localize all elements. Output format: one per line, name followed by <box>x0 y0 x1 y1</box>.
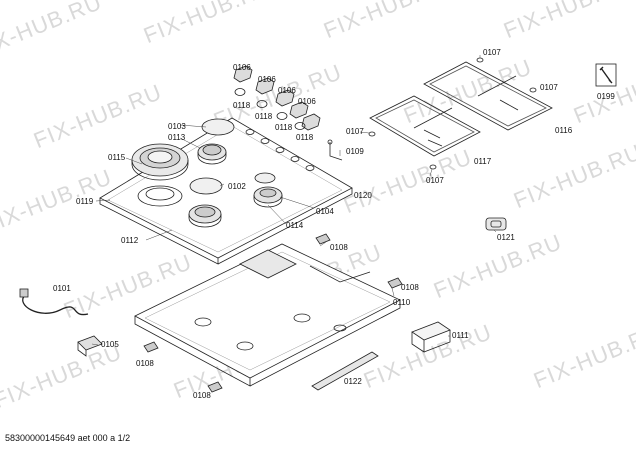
power-cable <box>19 288 89 316</box>
part-label: 0108 <box>330 243 348 252</box>
part-label: 0108 <box>136 359 154 368</box>
part-label: 0106 <box>258 75 276 84</box>
burner-ring <box>137 185 183 207</box>
burner-head <box>197 143 227 165</box>
part-label: 0119 <box>76 197 94 206</box>
part-label: 0104 <box>316 207 334 216</box>
part-label: 0109 <box>346 147 364 156</box>
bottom-tray <box>134 243 401 387</box>
pan-support <box>423 61 553 131</box>
part-label: 0106 <box>233 63 251 72</box>
part-label: 0117 <box>474 157 492 166</box>
document-reference: 58300000145649 aet 000 a 1/2 <box>5 433 131 443</box>
part-label: 0122 <box>344 377 362 386</box>
burner-head <box>253 172 283 208</box>
part-label: 0101 <box>53 284 71 293</box>
part-label: 0121 <box>497 233 515 242</box>
part-label: 0106 <box>298 97 316 106</box>
burner-head <box>188 204 222 228</box>
part-label: 0118 <box>296 133 314 142</box>
part-label: 0108 <box>401 283 419 292</box>
part-label: 0105 <box>101 340 119 349</box>
control-knobs <box>233 65 321 131</box>
part-label: 0113 <box>168 133 186 142</box>
part-label: 0102 <box>228 182 246 191</box>
ignition-electrode <box>327 139 343 161</box>
part-label: 0108 <box>193 391 211 400</box>
burner-cap <box>189 177 223 195</box>
part-label: 0107 <box>540 83 558 92</box>
part-label: 0110 <box>393 298 411 307</box>
part-label: 0116 <box>555 126 573 135</box>
part-label: 0115 <box>108 153 126 162</box>
part-label: 0107 <box>346 127 364 136</box>
cooktop-plate <box>99 117 353 265</box>
part-label: 0120 <box>354 191 372 200</box>
part-label: 0106 <box>278 86 296 95</box>
rubber-feet <box>368 57 537 170</box>
part-label: 0111 <box>452 331 469 340</box>
part-label: 0112 <box>121 236 139 245</box>
part-label: 0114 <box>286 221 304 230</box>
leader-lines <box>91 55 497 346</box>
part-label: 0118 <box>255 112 273 121</box>
part-label: 0107 <box>426 176 444 185</box>
pan-support <box>369 95 481 157</box>
knob-bezels <box>234 88 306 130</box>
wrench-icon <box>595 63 617 87</box>
burner-cap <box>201 118 235 136</box>
terminal-block <box>77 335 103 357</box>
part-label: 0118 <box>233 101 251 110</box>
mounting-clips <box>143 233 403 393</box>
part-label: 0199 <box>597 92 615 101</box>
part-label: 0103 <box>168 122 186 131</box>
part-label: 0118 <box>275 123 293 132</box>
spring-clip <box>485 217 507 231</box>
seal-strip <box>311 351 379 391</box>
part-label: 0107 <box>483 48 501 57</box>
cover-box <box>411 321 451 353</box>
